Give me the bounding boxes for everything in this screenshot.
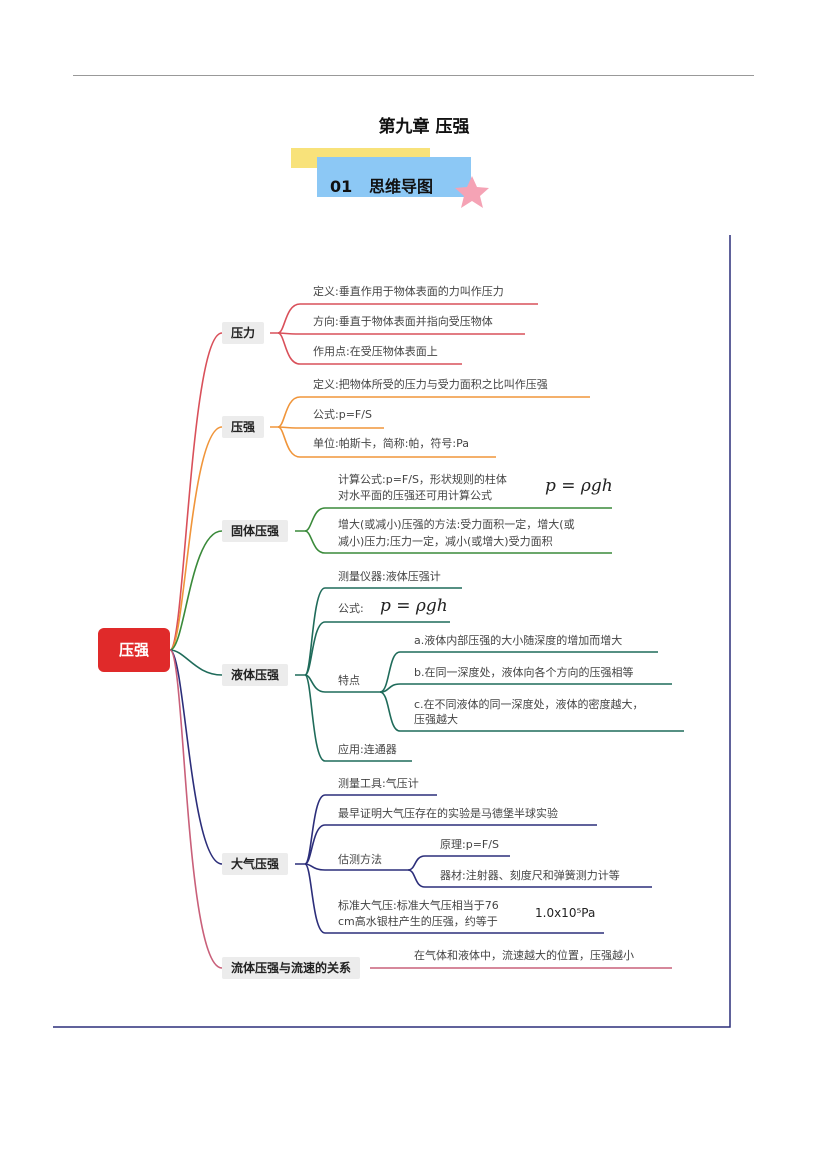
leaf: 应用:连通器 <box>338 743 397 756</box>
leaf: 估测方法 <box>338 853 382 866</box>
leaf: c.在不同液体的同一深度处，液体的密度越大， <box>414 698 644 711</box>
leaf: 特点 <box>338 674 360 687</box>
formula: p = ρgh <box>380 596 448 616</box>
leaf: 1.0x10⁵Pa <box>535 906 596 920</box>
node-liquid[interactable]: 液体压强 <box>222 664 289 686</box>
leaf: b.在同一深度处，液体向各个方向的压强相等 <box>414 666 634 679</box>
banner-label: 思维导图 <box>368 177 433 196</box>
root-node[interactable]: 压强 <box>98 628 170 672</box>
leaf: 定义:把物体所受的压力与受力面积之比叫作压强 <box>313 378 548 391</box>
leaf: 最早证明大气压存在的实验是马德堡半球实验 <box>338 807 558 820</box>
leaf: a.液体内部压强的大小随深度的增加而增大 <box>414 634 623 647</box>
leaf: 测量仪器:液体压强计 <box>338 570 441 583</box>
node-fluid[interactable]: 流体压强与流速的关系 <box>222 957 361 979</box>
banner <box>317 157 471 197</box>
leaf: 方向:垂直于物体表面并指向受压物体 <box>313 315 493 328</box>
leaf: 作用点:在受压物体表面上 <box>313 345 438 358</box>
leaf: 标准大气压:标准大气压相当于76 <box>338 899 499 912</box>
node-solid[interactable]: 固体压强 <box>222 520 289 542</box>
formula: p = ρgh <box>545 476 613 496</box>
node-pressure[interactable]: 压强 <box>222 416 265 438</box>
leaf: 减小)压力;压力一定，减小(或增大)受力面积 <box>338 535 553 548</box>
leaf: 单位:帕斯卡，简称:帕，符号:Pa <box>313 437 469 450</box>
node-force[interactable]: 压力 <box>222 322 265 344</box>
leaf: 原理:p=F/S <box>440 838 499 851</box>
chapter-title: 第九章 压强 <box>378 117 470 137</box>
leaf: 对水平面的压强还可用计算公式 <box>338 489 492 502</box>
leaf: 公式:p=F/S <box>313 408 372 421</box>
leaf: 器材:注射器、刻度尺和弹簧测力计等 <box>440 869 620 882</box>
top-rule <box>73 75 754 76</box>
banner-title: 01 思维导图 <box>330 173 433 197</box>
leaf: 计算公式:p=F/S，形状规则的柱体 <box>338 473 507 486</box>
leaf: 测量工具:气压计 <box>338 777 419 790</box>
leaf: cm高水银柱产生的压强，约等于 <box>338 915 498 928</box>
node-atmosphere[interactable]: 大气压强 <box>222 853 289 875</box>
leaf: 增大(或减小)压强的方法:受力面积一定，增大(或 <box>338 518 575 531</box>
leaf: 压强越大 <box>414 713 458 726</box>
banner-number: 01 <box>330 177 353 196</box>
leaf: 公式: <box>338 602 364 615</box>
leaf: 定义:垂直作用于物体表面的力叫作压力 <box>313 285 504 298</box>
leaf: 在气体和液体中，流速越大的位置，压强越小 <box>414 949 634 962</box>
